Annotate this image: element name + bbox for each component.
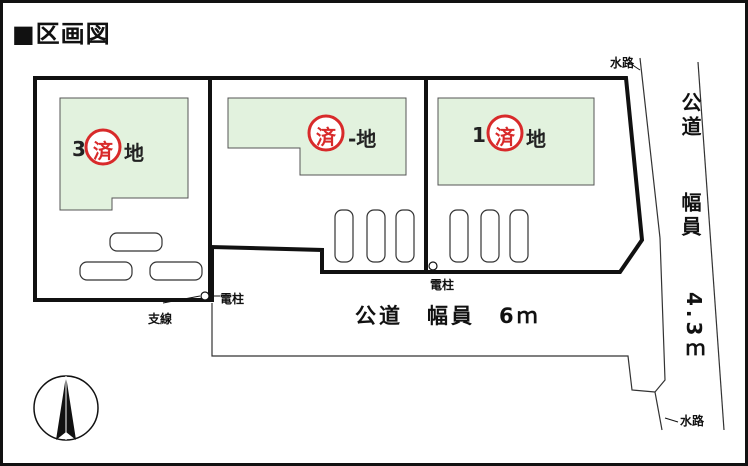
sold-stamp-icon <box>307 114 345 152</box>
page-title: ■区画図 <box>12 20 111 48</box>
car-icon <box>509 209 529 263</box>
car-icon <box>334 209 354 263</box>
sold-stamp-text: 済 <box>316 125 336 149</box>
east-road-edge-west <box>639 57 661 239</box>
car-icon <box>79 261 133 281</box>
car-icon <box>149 261 203 281</box>
sold-stamp-icon <box>84 128 122 166</box>
east-road-label-bottom: 4.3ｍ <box>682 292 706 364</box>
south-road-outline <box>211 303 656 393</box>
lot-1-suffix: 地 <box>526 127 546 151</box>
sold-stamps <box>84 114 524 166</box>
parking-lot-1 <box>449 209 529 263</box>
lot-1-prefix: 1 <box>472 123 486 147</box>
east-road-edge-east <box>697 61 725 431</box>
lot-2-suffix: -地 <box>348 127 377 151</box>
car-icon <box>449 209 469 263</box>
parking-lot-3 <box>79 232 203 281</box>
sold-stamp-text: 済 <box>495 125 515 149</box>
waterway-label-bottom: 水路 <box>680 414 705 428</box>
guy-wire-label: 支線 <box>148 312 173 326</box>
lot-outer-boundary <box>33 76 645 302</box>
guy-wire-line <box>162 295 201 304</box>
waterway-leader <box>664 417 679 423</box>
sold-stamp-icon <box>486 114 524 152</box>
car-icon <box>395 209 415 263</box>
building-lot-3 <box>59 97 189 211</box>
lot-3-suffix: 地 <box>124 141 144 165</box>
waterway-label-top: 水路 <box>610 56 635 70</box>
car-icon <box>480 209 500 263</box>
south-road-label: 公道 幅員 6ｍ <box>355 304 541 328</box>
east-road-edge-lower <box>654 237 666 431</box>
east-road-label-mid: 幅員 <box>678 192 702 240</box>
car-icon <box>366 209 386 263</box>
north-arrow-icon <box>33 375 99 441</box>
utility-pole-icon <box>200 291 210 301</box>
lot-3-prefix: 3 <box>72 137 86 161</box>
utility-pole-icon <box>428 261 438 271</box>
car-icon <box>109 232 163 252</box>
east-road-label-top: 公道 <box>678 92 702 140</box>
sold-stamp-text: 済 <box>93 139 113 163</box>
parking-lot-2 <box>334 209 415 263</box>
pole-label-mid: 電柱 <box>430 278 455 292</box>
waterway-leader <box>627 61 641 71</box>
pole-label-left: 電柱 <box>220 292 245 306</box>
